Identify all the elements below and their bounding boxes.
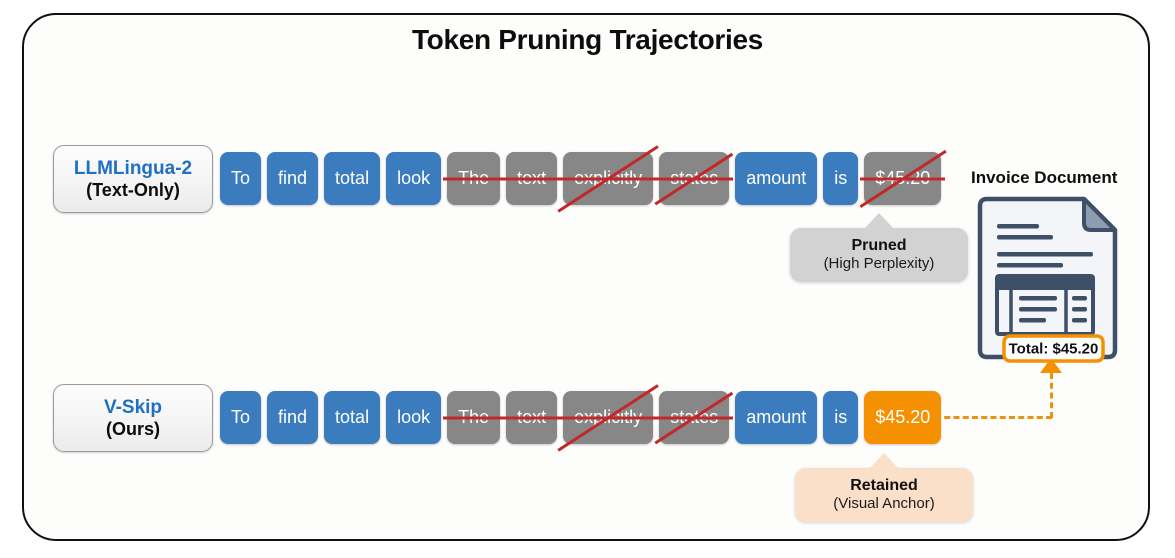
callout-retained-title: Retained (850, 477, 918, 494)
token-pruned-0-5: text (506, 152, 558, 205)
token-label: text (517, 407, 547, 427)
callout-retained-subtitle: (Visual Anchor) (833, 495, 935, 513)
token-label: To (231, 407, 251, 427)
token-label: amount (746, 168, 807, 188)
token-anchor-1-10: $45.20 (864, 391, 942, 444)
token-label: To (231, 168, 251, 188)
token-kept-1-9: is (823, 391, 859, 444)
token-label: total (335, 168, 370, 188)
method-label-vskip: V-Skip (Ours) (53, 384, 213, 452)
token-label: find (278, 168, 308, 188)
token-label: look (397, 407, 431, 427)
method-label-llmlingua2: LLMLingua-2 (Text-Only) (53, 145, 213, 213)
token-kept-1-1: find (267, 391, 319, 444)
token-label: amount (746, 407, 807, 427)
token-label: text (517, 168, 547, 188)
connector-horizontal-segment (935, 416, 1052, 419)
token-label: explicitly (574, 407, 643, 427)
token-kept-0-8: amount (735, 152, 818, 205)
token-pruned-0-6: explicitly (563, 152, 654, 205)
method-name-row1: V-Skip (103, 397, 163, 419)
token-kept-0-3: look (386, 152, 442, 205)
callout-pruned-subtitle: (High Perplexity) (823, 255, 935, 273)
method-sub-row1: (Ours) (106, 418, 160, 439)
token-kept-1-8: amount (735, 391, 818, 444)
callout-pruned-title: Pruned (851, 237, 907, 254)
token-label: find (278, 407, 308, 427)
invoice-total-text: Total: $45.20 (1009, 341, 1099, 358)
token-label: $45.20 (875, 407, 931, 427)
token-label: states (670, 407, 719, 427)
token-pruned-0-10: $45.20 (864, 152, 942, 205)
token-kept-0-2: total (324, 152, 381, 205)
token-label: is (834, 168, 848, 188)
token-kept-1-0: To (220, 391, 262, 444)
token-pruned-0-4: The (447, 152, 501, 205)
token-kept-1-2: total (324, 391, 381, 444)
method-sub-row0: (Text-Only) (86, 179, 180, 200)
callout-pruned: Pruned (High Perplexity) (790, 213, 968, 283)
token-label: total (335, 407, 370, 427)
invoice-caption: Invoice Document (971, 168, 1118, 187)
method-name-row0: LLMLingua-2 (73, 158, 193, 180)
callout-retained-tail (869, 453, 899, 469)
invoice-document-icon: Total: $45.20 (972, 196, 1128, 373)
token-row-llmlingua2: To find total look The text explicitly states am… (220, 152, 942, 205)
token-pruned-1-7: states (659, 391, 730, 444)
page-title: Token Pruning Trajectories (411, 24, 764, 55)
token-label: states (670, 168, 719, 188)
callout-pruned-tail (864, 213, 894, 229)
token-kept-1-3: look (386, 391, 442, 444)
token-pruned-1-4: The (447, 391, 501, 444)
callout-retained: Retained (Visual Anchor) (795, 453, 973, 523)
token-label: look (397, 168, 431, 188)
token-row-vskip: To find total look The text explicitly states am… (220, 391, 942, 444)
token-pruned-1-5: text (506, 391, 558, 444)
token-label: The (458, 407, 490, 427)
connector-vertical-segment (1050, 373, 1053, 418)
token-label: The (458, 168, 490, 188)
token-pruned-0-7: states (659, 152, 730, 205)
token-label: $45.20 (875, 168, 931, 188)
token-kept-0-1: find (267, 152, 319, 205)
token-kept-0-0: To (220, 152, 262, 205)
token-kept-0-9: is (823, 152, 859, 205)
token-label: explicitly (574, 168, 643, 188)
token-label: is (834, 407, 848, 427)
token-pruned-1-6: explicitly (563, 391, 654, 444)
